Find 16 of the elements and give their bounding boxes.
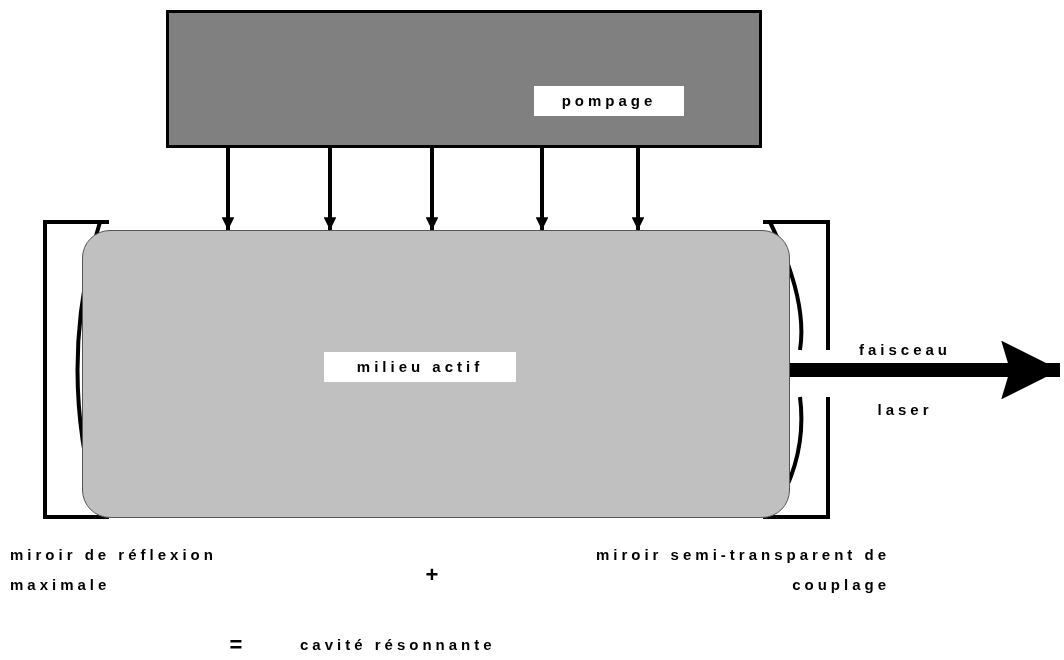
arrow [221,148,235,230]
node-label: milieu actif [324,352,516,382]
node-label: pompage [534,86,684,116]
arrow [535,148,549,230]
mirror-caption: miroir de réflexion maximale [10,545,218,595]
equals-sign: = [228,631,248,659]
pump-box [166,10,762,148]
mirror-caption: miroir semi-transparent de couplage [594,545,890,595]
cavity-caption: cavité résonnante [300,635,497,655]
plus-sign: + [424,561,444,589]
arrow [631,148,645,230]
laser-beam-arrow [790,340,1060,400]
arrow [425,148,439,230]
active-medium-box [82,230,790,518]
arrow [323,148,337,230]
edge-label: faisceau laser [857,340,952,420]
